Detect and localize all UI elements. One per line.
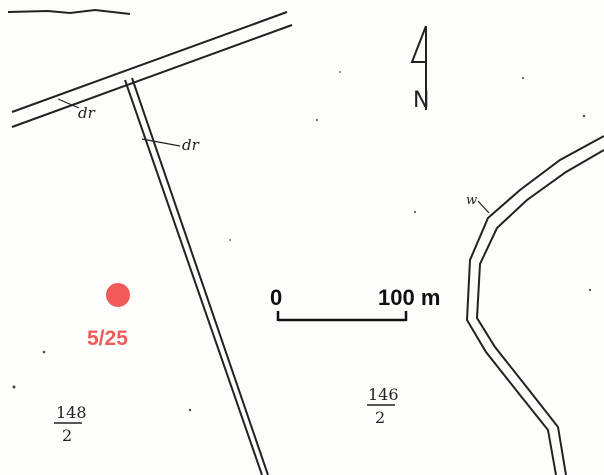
parcel-sub-number: 2: [62, 426, 72, 445]
scale-end-label: 100 m: [378, 285, 440, 310]
parcel-148: 148 2: [54, 403, 87, 445]
road-top-leader: [57, 98, 80, 109]
parcel-number: 146: [368, 385, 399, 404]
water-label: w: [466, 193, 477, 208]
water-course: [465, 135, 604, 475]
road-diagonal-leader: [141, 138, 181, 147]
north-label: N: [413, 88, 429, 113]
road-top: [11, 11, 293, 128]
parcel-sub-number: 2: [375, 408, 385, 427]
water-leader: [477, 200, 490, 214]
sample-point-marker: [106, 283, 130, 307]
parcel-number: 148: [56, 403, 87, 422]
parcel-146: 146 2: [367, 385, 399, 427]
scale-bar: [276, 311, 408, 322]
road-top-label: dr: [78, 104, 96, 122]
sample-point-label: 5/25: [87, 327, 128, 350]
scan-noise: [12, 71, 592, 412]
road-diagonal: [124, 77, 269, 475]
road-diagonal-label: dr: [182, 136, 200, 154]
scan-edge-line: [7, 8, 131, 15]
north-arrow-icon: [410, 25, 427, 110]
scale-start-label: 0: [270, 285, 282, 310]
